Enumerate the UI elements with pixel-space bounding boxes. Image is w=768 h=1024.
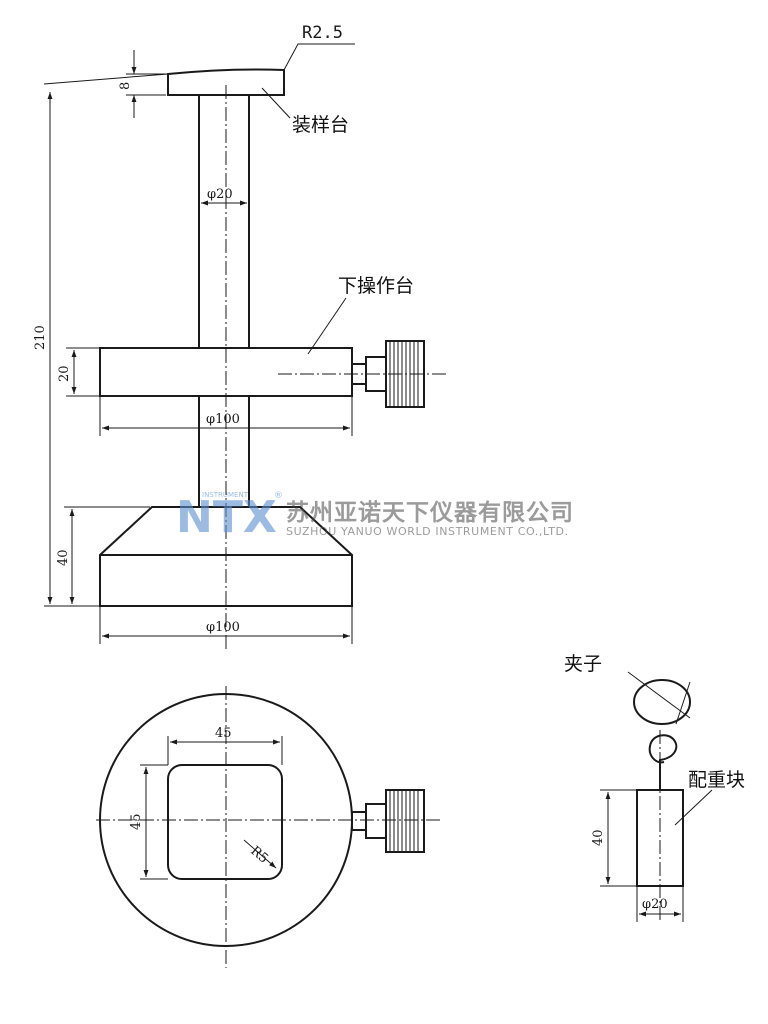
dim-square-height: 45 xyxy=(129,764,168,880)
dim-total-height: 210 xyxy=(33,73,169,607)
dim-weight-height: 40 xyxy=(591,789,637,887)
square-cavity xyxy=(167,764,283,880)
knob-top-screw xyxy=(351,811,367,831)
clip-label: 夹子 xyxy=(564,653,602,675)
dim-stage-thickness: 20 xyxy=(57,347,100,397)
sample-stage-leader xyxy=(261,87,291,119)
watermark-company-en: SUZHOU YANUO WORLD INSTRUMENT CO.,LTD. xyxy=(286,525,569,538)
weight-label: 配重块 xyxy=(688,769,745,791)
svg-text:40: 40 xyxy=(56,549,71,566)
clip-stroke xyxy=(675,681,691,725)
svg-text:210: 210 xyxy=(33,325,48,350)
corner-radius-leader xyxy=(243,839,277,869)
front-view: R2.5 8 210 φ20 20 xyxy=(33,23,446,650)
sample-stage-plate xyxy=(167,68,285,96)
knob-top-head xyxy=(385,789,425,853)
knob-front-head xyxy=(385,340,425,408)
lower-stage-label: 下操作台 xyxy=(338,275,414,297)
dim-rod-diameter: φ20 xyxy=(201,187,247,206)
svg-text:φ20: φ20 xyxy=(207,187,233,202)
knob-front xyxy=(278,340,446,408)
weight-leader xyxy=(674,789,713,826)
knob-top xyxy=(351,789,425,853)
svg-text:®: ® xyxy=(274,491,283,501)
watermark: NTX INSTRUMENT ® 苏州亚诺天下仪器有限公司 SUZHOU YAN… xyxy=(176,491,574,543)
corner-radius-label: R5 xyxy=(247,844,270,867)
sample-stage-label: 装样台 xyxy=(292,114,349,136)
svg-text:INSTRUMENT: INSTRUMENT xyxy=(202,491,249,499)
svg-text:20: 20 xyxy=(57,365,72,382)
clip-leader xyxy=(627,671,691,719)
dim-base-height: 40 xyxy=(56,506,150,604)
radius-top-leader xyxy=(283,43,355,71)
hook xyxy=(648,734,678,790)
dim-weight-diameter: φ20 xyxy=(636,886,684,922)
svg-text:45: 45 xyxy=(215,726,232,741)
svg-text:40: 40 xyxy=(591,829,606,846)
svg-text:8: 8 xyxy=(118,82,133,90)
company-logo: NTX INSTRUMENT ® xyxy=(176,491,283,543)
weight-assembly: 夹子 配重块 40 φ20 xyxy=(564,653,745,922)
dim-base-diameter: φ100 xyxy=(99,606,353,644)
dim-stage-diameter: φ100 xyxy=(99,396,353,436)
dim-top-thickness: 8 xyxy=(118,50,166,118)
svg-text:φ100: φ100 xyxy=(206,412,240,427)
top-view: 45 45 R5 xyxy=(96,686,440,968)
dim-square-width: 45 xyxy=(167,726,283,765)
watermark-company-cn: 苏州亚诺天下仪器有限公司 xyxy=(286,499,574,526)
svg-text:NTX: NTX xyxy=(176,492,277,543)
svg-text:φ20: φ20 xyxy=(642,897,668,912)
clip-ellipse xyxy=(633,679,691,725)
radius-top-label: R2.5 xyxy=(302,23,343,43)
knob-top-collar xyxy=(365,803,387,839)
lower-stage-leader xyxy=(307,297,347,355)
svg-text:φ100: φ100 xyxy=(206,620,240,635)
svg-text:45: 45 xyxy=(129,813,144,830)
